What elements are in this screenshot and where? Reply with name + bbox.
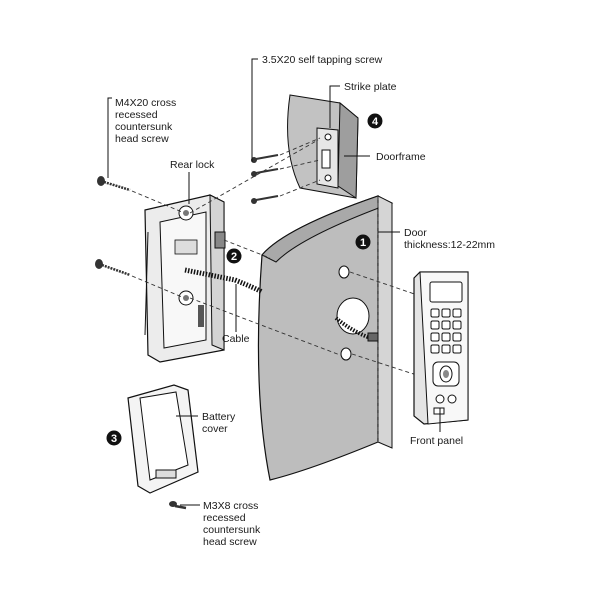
keypad-key	[430, 332, 440, 342]
label-battery-cover: Battery cover	[176, 411, 236, 435]
screw-icon	[169, 501, 187, 510]
svg-text:Cable: Cable	[222, 333, 250, 345]
screw-icon	[97, 176, 131, 192]
label-doorframe: Doorframe	[344, 151, 426, 163]
svg-text:head screw: head screw	[115, 133, 169, 145]
label-m4x20-screw: M4X20 cross recessed countersunk head sc…	[107, 97, 176, 178]
svg-text:Rear lock: Rear lock	[170, 159, 215, 171]
keypad-key	[452, 308, 462, 318]
svg-text:Doorframe: Doorframe	[376, 151, 426, 163]
keypad-key	[441, 320, 451, 330]
keypad	[430, 308, 462, 354]
svg-text:Front panel: Front panel	[410, 435, 463, 447]
keypad-key	[441, 344, 451, 354]
svg-text:head screw: head screw	[203, 536, 257, 548]
keypad-key	[441, 308, 451, 318]
keypad-key	[430, 320, 440, 330]
screw-icon	[251, 168, 279, 177]
step-marker-3: 3	[106, 430, 122, 446]
door	[257, 195, 394, 481]
svg-text:recessed: recessed	[203, 512, 246, 524]
keypad-key	[452, 344, 462, 354]
cable	[184, 267, 379, 342]
screw-icon	[251, 154, 279, 163]
label-self-tapping-screw: 3.5X20 self tapping screw	[251, 54, 383, 162]
svg-text:4: 4	[372, 116, 379, 128]
battery-cover	[127, 384, 199, 494]
svg-text:Battery: Battery	[202, 411, 236, 423]
keypad-key	[441, 332, 451, 342]
keypad-key	[430, 344, 440, 354]
label-front-panel: Front panel	[410, 408, 463, 447]
label-cable: Cable	[222, 284, 250, 345]
label-door: Door thickness:12-22mm	[378, 227, 495, 251]
m3x8-screw	[169, 501, 187, 510]
svg-text:3: 3	[111, 433, 117, 445]
keypad-key	[430, 308, 440, 318]
label-rear-lock: Rear lock	[170, 159, 215, 204]
strike-plate	[316, 127, 339, 189]
svg-text:Strike plate: Strike plate	[344, 81, 397, 93]
svg-text:countersunk: countersunk	[203, 524, 261, 536]
svg-text:recessed: recessed	[115, 109, 158, 121]
svg-text:M3X8 cross: M3X8 cross	[203, 500, 258, 512]
svg-text:3.5X20 self tapping screw: 3.5X20 self tapping screw	[262, 54, 383, 66]
label-strike-plate: Strike plate	[329, 81, 397, 128]
svg-text:Door: Door	[404, 227, 427, 239]
svg-text:1: 1	[360, 237, 366, 249]
step-marker-4: 4	[367, 113, 383, 129]
fingerprint-sensor	[432, 361, 460, 415]
label-m3x8-screw: M3X8 cross recessed countersunk head scr…	[180, 500, 261, 548]
self-tapping-screws	[251, 137, 321, 204]
svg-text:cover: cover	[202, 423, 228, 435]
step-marker-2: 2	[226, 248, 242, 264]
svg-text:countersunk: countersunk	[115, 121, 173, 133]
screw-icon	[251, 195, 279, 204]
m4x20-screws	[95, 139, 341, 356]
svg-text:thickness:12-22mm: thickness:12-22mm	[404, 239, 495, 251]
svg-text:M4X20 cross: M4X20 cross	[115, 97, 176, 109]
keypad-key	[452, 332, 462, 342]
keypad-key	[452, 320, 462, 330]
screw-icon	[95, 259, 131, 277]
rear-lock	[144, 194, 226, 363]
svg-text:2: 2	[231, 251, 237, 263]
step-marker-1: 1	[355, 234, 371, 250]
